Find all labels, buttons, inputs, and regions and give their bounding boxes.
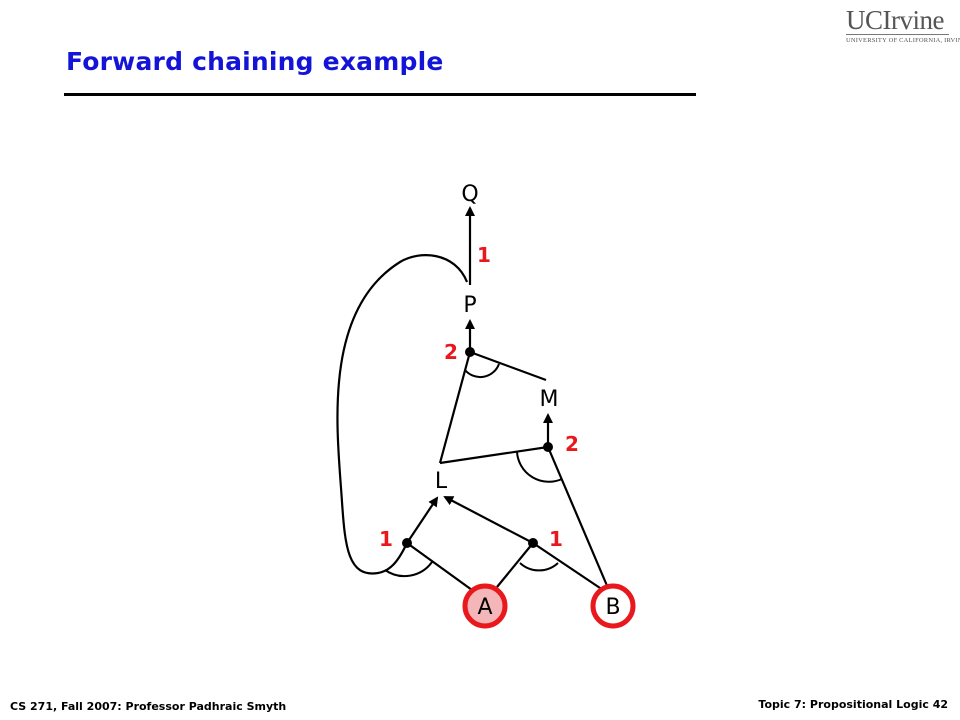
and-arc-L2 (519, 562, 559, 572)
node-B-label: B (605, 595, 620, 620)
edge-M-to-P-junction (469, 350, 547, 382)
junction-M (543, 442, 553, 452)
node-P-label: P (463, 293, 476, 318)
edge-B-to-L-junction2 (532, 542, 604, 591)
edge-B-to-M-junction (546, 446, 610, 589)
title-underline (64, 93, 696, 96)
node-B-circle (590, 583, 636, 629)
node-A-label: A (477, 595, 492, 620)
count-label-m: 2 (565, 432, 579, 456)
count-label-q: 1 (477, 243, 491, 267)
logo-divider (846, 34, 949, 35)
node-Q-label: Q (461, 182, 478, 207)
edge-A-to-L-junction1 (406, 542, 473, 591)
junction-P (465, 347, 475, 357)
edge-L-to-M-junction (439, 445, 549, 465)
and-arc-L1 (384, 561, 433, 578)
and-arc-M (516, 451, 563, 483)
node-A-circle (462, 583, 508, 629)
edge-L-to-P-junction (438, 351, 472, 464)
footer-course-info: CS 271, Fall 2007: Professor Padhraic Sm… (10, 700, 287, 713)
loop-edge-A-to-P (336, 254, 469, 575)
junction-L2 (528, 538, 538, 548)
count-label-p: 2 (444, 340, 458, 364)
count-label-l2: 1 (549, 527, 563, 551)
edge-A-to-L-junction2 (496, 542, 534, 588)
arrow-to-L-1 (406, 496, 439, 544)
slide-title: Forward chaining example (66, 47, 444, 76)
arrow-to-L-2 (443, 496, 534, 544)
university-logo: UCIrvine UNIVERSITY OF CALIFORNIA, IRVIN… (846, 5, 960, 46)
count-label-l1: 1 (379, 527, 393, 551)
and-arc-P (464, 363, 500, 379)
node-L-label: L (435, 469, 448, 494)
logo-wordmark: UCIrvine (846, 5, 944, 35)
footer-topic-page: Topic 7: Propositional Logic 42 (758, 698, 948, 711)
logo-subtitle: UNIVERSITY OF CALIFORNIA, IRVINE (846, 37, 960, 44)
node-M-label: M (540, 387, 559, 412)
junction-L1 (402, 538, 412, 548)
